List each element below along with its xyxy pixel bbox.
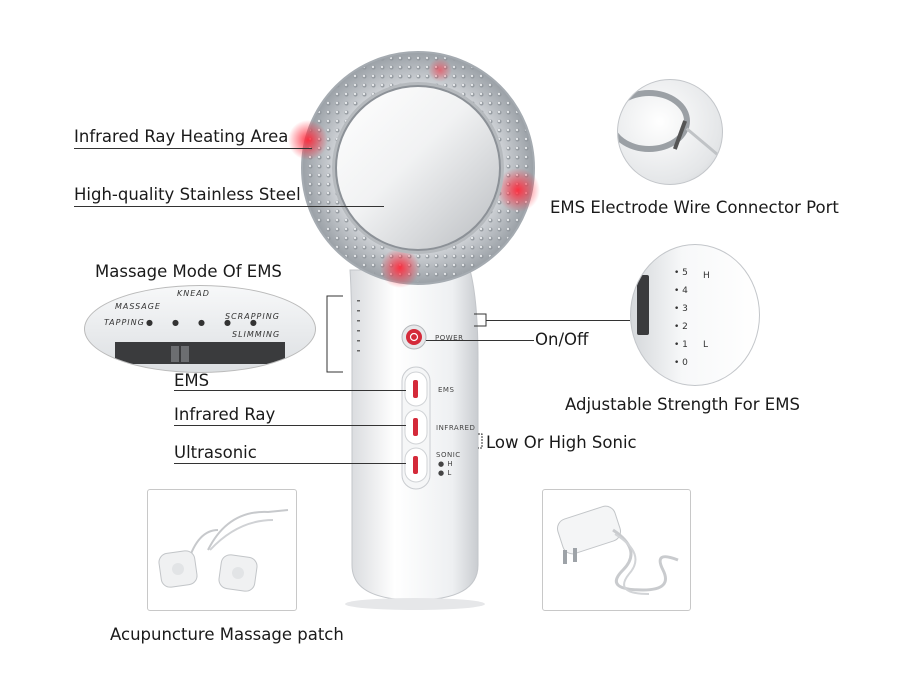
sonic-button[interactable] <box>405 448 427 482</box>
connector-line <box>486 320 630 321</box>
infrared-heating-line <box>74 148 312 149</box>
electrode-patch-image <box>158 509 289 592</box>
sonic-h-label: ● H <box>438 460 454 468</box>
electrode-patch-box <box>147 489 297 611</box>
ems-button-label: EMS <box>438 386 455 394</box>
strength-level-2: • 2 <box>674 322 688 332</box>
stainless-steel-line <box>74 206 384 207</box>
mode-knead: KNEAD <box>177 289 210 298</box>
infrared-heating-label: Infrared Ray Heating Area <box>74 127 289 146</box>
massage-mode-label: Massage Mode Of EMS <box>95 262 282 281</box>
on-off-label: On/Off <box>535 330 589 349</box>
power-adapter-box <box>542 489 691 611</box>
mode-slimming: SLIMMING <box>232 330 281 339</box>
infrared-ray-line <box>174 425 406 426</box>
infrared-button-label: INFRARED <box>436 424 476 432</box>
strength-level-1: • 1 <box>674 340 688 350</box>
ems-button[interactable] <box>405 372 427 406</box>
low-high-sonic-label: Low Or High Sonic <box>486 433 637 452</box>
strength-inset <box>630 244 760 386</box>
infrared-button[interactable] <box>405 410 427 444</box>
acupuncture-patch-label: Acupuncture Massage patch <box>110 625 344 644</box>
sonic-l-label: ● L <box>438 469 452 477</box>
ultrasonic-label: Ultrasonic <box>174 443 257 462</box>
mode-tapping: TAPPING <box>104 318 145 327</box>
ultrasonic-line <box>174 463 406 464</box>
adjustable-strength-label: Adjustable Strength For EMS <box>565 395 800 414</box>
on-off-line <box>426 340 534 341</box>
mode-massage: MASSAGE <box>115 302 161 311</box>
power-button[interactable] <box>402 325 426 349</box>
sonic-button-label: SONIC <box>436 451 461 459</box>
ems-label: EMS <box>174 371 210 390</box>
strength-level-3: • 3 <box>674 304 688 314</box>
ems-connector-label: EMS Electrode Wire Connector Port <box>550 198 839 217</box>
strength-high: H <box>703 271 711 281</box>
mode-scrapping: SCRAPPING <box>225 312 280 321</box>
strength-low: L <box>703 340 710 350</box>
stainless-steel-label: High-quality Stainless Steel <box>74 185 301 204</box>
mode-dots: ●●●●● <box>146 318 276 327</box>
infrared-ray-label: Infrared Ray <box>174 405 276 424</box>
mode-dial-inset <box>84 285 316 373</box>
power-label: POWER <box>435 334 464 342</box>
connector-port-inset <box>617 79 723 185</box>
strength-level-0: • 0 <box>674 358 688 368</box>
ems-line <box>174 390 406 391</box>
strength-level-5: • 5 <box>674 268 688 278</box>
strength-level-4: • 4 <box>674 286 688 296</box>
power-adapter-image <box>557 505 679 595</box>
strength-levels: • 5 • 4 • 3 • 2 • 1 • 0 <box>674 264 688 372</box>
